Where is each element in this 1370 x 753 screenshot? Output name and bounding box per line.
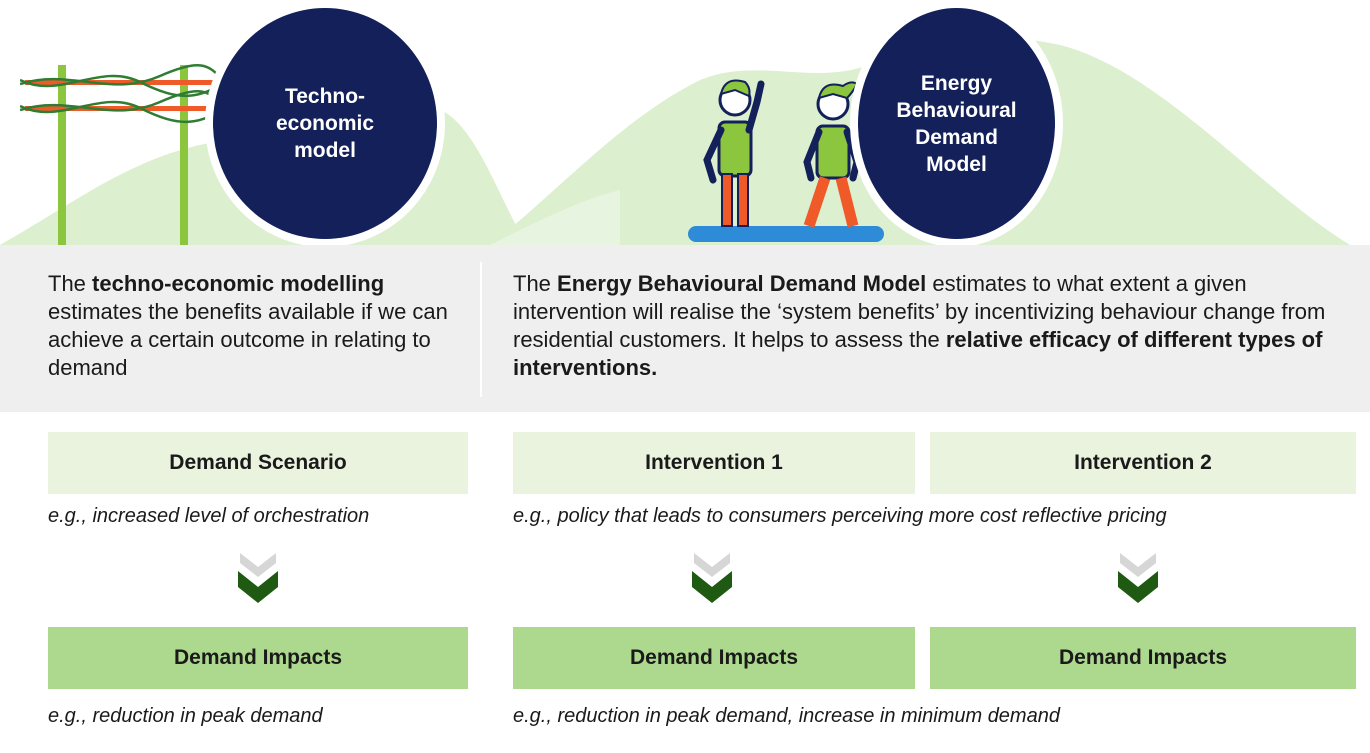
intervention-2-label: Intervention 2 bbox=[1074, 451, 1212, 474]
demand-impacts-box-left: Demand Impacts bbox=[48, 627, 468, 689]
intervention-1-label: Intervention 1 bbox=[645, 451, 783, 474]
right-desc-mid: estimates to what extent a given interve… bbox=[513, 271, 1326, 352]
left-desc-post: estimates the benefits available if we c… bbox=[48, 299, 448, 380]
power-lines-icon bbox=[20, 64, 230, 248]
demand-scenario-box: Demand Scenario bbox=[48, 432, 468, 494]
left-desc-bold: techno-economic modelling bbox=[92, 271, 385, 296]
chevron-down-icon bbox=[692, 553, 732, 603]
energy-behavioural-demand-model-label: Energy Behavioural Demand Model bbox=[896, 71, 1017, 176]
techno-economic-description: The techno-economic modelling estimates … bbox=[48, 270, 468, 382]
right-desc-pre: The bbox=[513, 271, 558, 296]
band-divider bbox=[480, 262, 482, 397]
intervention-example: e.g., policy that leads to consumers per… bbox=[513, 505, 1167, 527]
chevron-down-icon bbox=[1118, 553, 1158, 603]
demand-impacts-label: Demand Impacts bbox=[1058, 646, 1228, 669]
description-band bbox=[0, 245, 1370, 412]
energy-behavioural-demand-model-circle: Energy Behavioural Demand Model bbox=[850, 0, 1063, 247]
intervention-2-box: Intervention 2 bbox=[930, 432, 1356, 494]
right-desc-bold2: relative efficacy of different types of … bbox=[513, 327, 1323, 380]
techno-economic-model-label: Techno- economic model bbox=[275, 85, 375, 162]
demand-scenario-label: Demand Scenario bbox=[169, 451, 347, 474]
left-desc-pre: The bbox=[48, 271, 93, 296]
energy-behavioural-description: The Energy Behavioural Demand Model esti… bbox=[513, 270, 1358, 382]
demand-impacts-label: Demand Impacts bbox=[173, 646, 343, 669]
demand-scenario-example: e.g., increased level of orchestration bbox=[48, 505, 370, 527]
chevron-down-icon bbox=[238, 553, 278, 603]
techno-economic-model-circle: Techno- economic model bbox=[205, 0, 445, 247]
demand-impacts-box-intervention-2: Demand Impacts bbox=[930, 627, 1356, 689]
demand-impacts-example-right: e.g., reduction in peak demand, increase… bbox=[513, 705, 1060, 727]
right-desc-bold: Energy Behavioural Demand Model bbox=[557, 271, 927, 296]
demand-impacts-label: Demand Impacts bbox=[629, 646, 799, 669]
demand-impacts-box-intervention-1: Demand Impacts bbox=[513, 627, 915, 689]
intervention-1-box: Intervention 1 bbox=[513, 432, 915, 494]
demand-impacts-example-left: e.g., reduction in peak demand bbox=[48, 705, 323, 727]
